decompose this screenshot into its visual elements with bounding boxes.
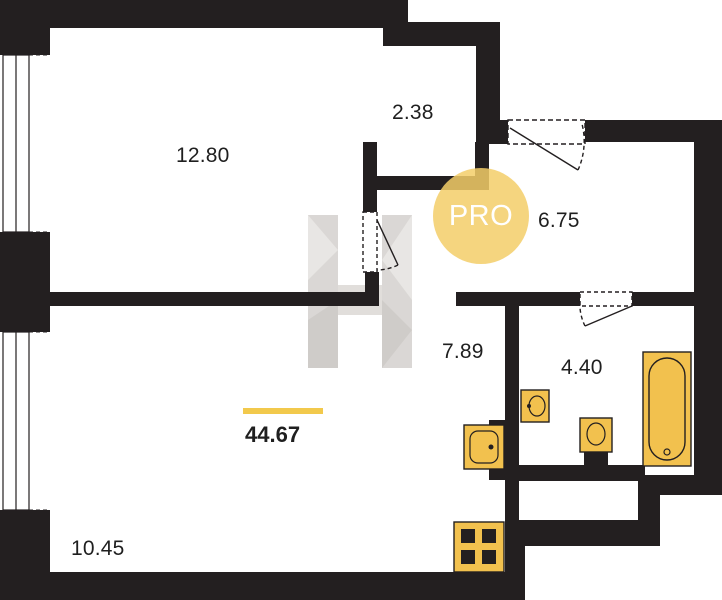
pro-badge: PRO xyxy=(433,168,529,264)
toilet-icon xyxy=(579,417,613,466)
pro-badge-text: PRO xyxy=(448,199,514,232)
stove-icon xyxy=(453,521,505,573)
room-area-bathroom: 4.40 xyxy=(561,356,603,379)
kitchen-sink-icon xyxy=(463,424,505,470)
room-area-living-kitchen: 10.45 xyxy=(71,537,125,560)
total-area-underline xyxy=(243,408,323,414)
room-area-bedroom: 12.80 xyxy=(176,144,230,167)
bathroom-sink-icon xyxy=(520,389,550,423)
door-swing-icon xyxy=(362,119,633,327)
room-area-wardrobe: 2.38 xyxy=(392,101,434,124)
watermark-logo xyxy=(308,215,412,368)
room-area-hallway: 6.75 xyxy=(538,209,580,232)
room-area-corridor: 7.89 xyxy=(442,340,484,363)
total-area: 44.67 xyxy=(245,422,301,447)
window-icon xyxy=(2,54,30,511)
bathtub-icon xyxy=(642,351,692,467)
